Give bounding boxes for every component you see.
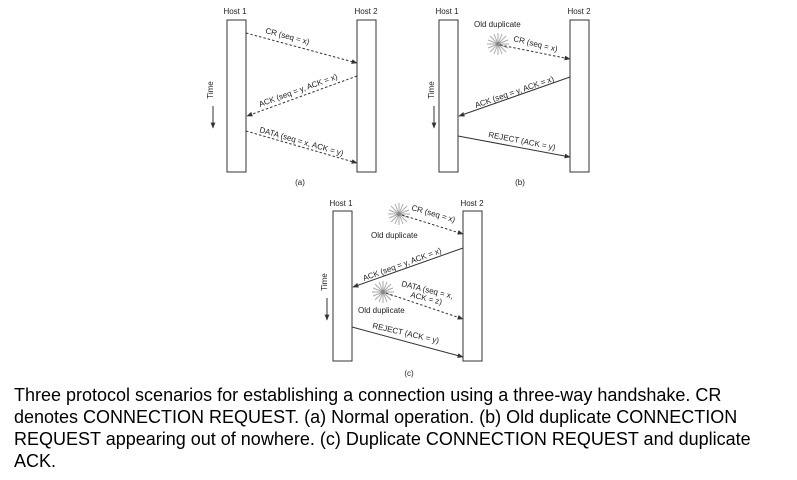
panel-b-host1-label: Host 1 bbox=[435, 7, 459, 16]
panel-b-host2-timeline bbox=[569, 19, 590, 173]
panel-c-label-cr: CR (seq = x) bbox=[410, 203, 456, 224]
panel-a-host2-label: Host 2 bbox=[354, 7, 378, 16]
panel-a-label-data: DATA (seq = x, ACK = y) bbox=[258, 125, 344, 158]
panel-c-label: (c) bbox=[404, 369, 414, 378]
handshake-diagram: Host 1 Host 2 Time CR (seq = x) ACK (seq… bbox=[206, 7, 591, 378]
panel-c-time-label: Time bbox=[320, 273, 329, 291]
panel-c-host2-timeline bbox=[462, 210, 483, 362]
panel-a-label: (a) bbox=[295, 178, 305, 187]
panel-b-label: (b) bbox=[515, 178, 525, 187]
panel-c-old-duplicate-note-1: Old duplicate bbox=[371, 231, 418, 240]
panel-b-label-ack: ACK (seq = y, ACK = x) bbox=[474, 74, 556, 110]
panel-b-label-reject: REJECT (ACK = y) bbox=[488, 130, 557, 152]
panel-a-arrow-ack bbox=[246, 75, 358, 117]
panel-c-arrow-data bbox=[385, 292, 464, 320]
panel-b-time-indicator: Time bbox=[427, 81, 437, 129]
panel-c-host1-timeline bbox=[332, 210, 353, 362]
panel-a-host1-timeline bbox=[226, 19, 247, 173]
panel-b-old-duplicate-note: Old duplicate bbox=[474, 20, 521, 29]
figure-caption: Three protocol scenarios for establishin… bbox=[14, 385, 751, 471]
starburst-icon bbox=[372, 281, 394, 303]
panel-b-arrow-cr bbox=[499, 44, 571, 61]
panel-b-time-label: Time bbox=[427, 81, 436, 99]
panel-c-arrow-ack bbox=[352, 247, 464, 288]
panel-c-time-indicator: Time bbox=[320, 273, 330, 321]
panel-a-time-indicator: Time bbox=[206, 81, 216, 129]
panel-b-host2-label: Host 2 bbox=[567, 7, 591, 16]
panel-b: Host 1 Host 2 Time Old duplicate CR (seq… bbox=[427, 7, 591, 187]
panel-a-label-ack: ACK (seq = y, ACK = x) bbox=[258, 72, 339, 109]
panel-c-host1-label: Host 1 bbox=[329, 199, 353, 208]
starburst-icon bbox=[487, 33, 509, 55]
panel-b-arrow-reject bbox=[457, 135, 571, 159]
panel-c: Host 1 Host 2 Time Old duplicate CR (seq… bbox=[320, 199, 484, 378]
panel-b-host1-timeline bbox=[438, 19, 459, 173]
panel-c-label-ack: ACK (seq = y, ACK = x) bbox=[362, 246, 443, 283]
panel-b-arrow-ack bbox=[458, 76, 571, 117]
panel-a-time-label: Time bbox=[206, 81, 215, 99]
panel-a-arrow-data bbox=[245, 130, 358, 164]
panel-a-label-cr: CR (seq = x) bbox=[264, 26, 310, 46]
panel-c-arrow-cr bbox=[401, 214, 464, 235]
panel-b-label-cr: CR (seq = x) bbox=[513, 34, 559, 54]
panel-a-arrow-cr bbox=[245, 32, 358, 64]
panel-c-host2-label: Host 2 bbox=[460, 199, 484, 208]
panel-c-arrow-reject bbox=[351, 326, 464, 358]
starburst-icon bbox=[388, 203, 410, 225]
panel-a-host2-timeline bbox=[356, 19, 377, 173]
panel-c-old-duplicate-note-2: Old duplicate bbox=[358, 306, 405, 315]
panel-a-host1-label: Host 1 bbox=[223, 7, 247, 16]
panel-a: Host 1 Host 2 Time CR (seq = x) ACK (seq… bbox=[206, 7, 378, 187]
